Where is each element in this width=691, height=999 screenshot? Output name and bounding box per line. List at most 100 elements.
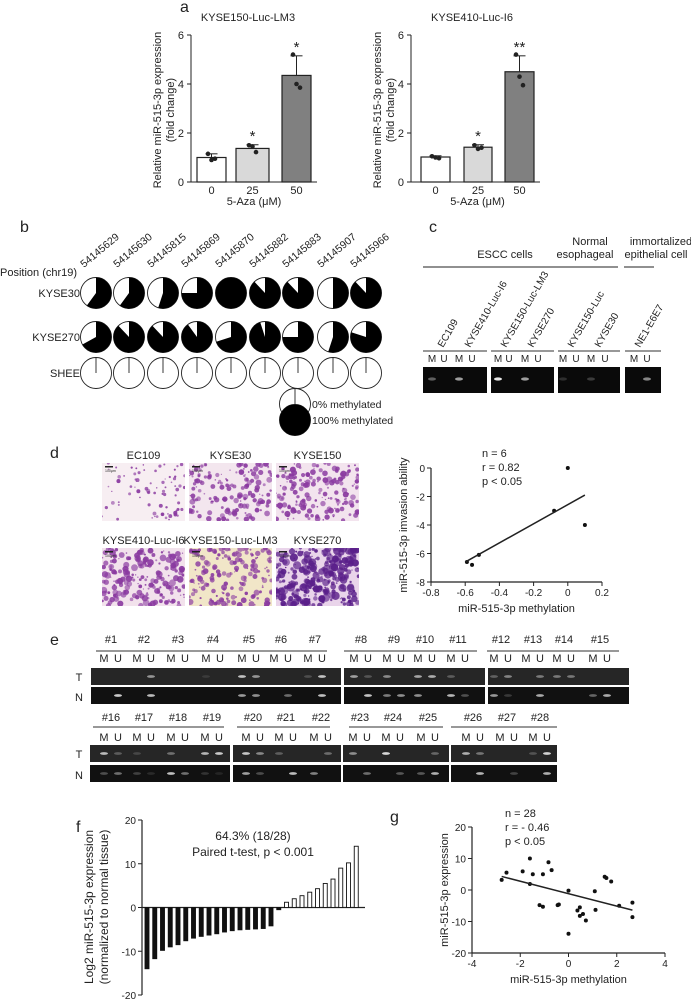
cell-stain	[298, 466, 302, 469]
scatter-point	[537, 903, 542, 908]
cell-stain	[282, 485, 288, 491]
cell-stain	[250, 569, 253, 571]
cell-stain	[346, 569, 352, 575]
lane-label: M	[274, 732, 283, 744]
cell-stain	[308, 475, 313, 480]
gel-band	[447, 694, 455, 697]
cell-stain	[341, 557, 349, 564]
cell-stain	[356, 510, 359, 514]
cell-stain	[197, 575, 204, 582]
cell-stain	[264, 510, 270, 517]
lane-label: M	[552, 653, 561, 665]
waterfall-bar	[307, 891, 313, 908]
cell-stain	[201, 565, 206, 569]
cell-stain	[292, 561, 302, 570]
lane-label: U	[567, 653, 575, 665]
regression-line	[501, 875, 633, 911]
cell-stain	[291, 469, 298, 476]
cell-stain	[332, 514, 335, 517]
cell-stain	[154, 588, 160, 594]
cell-stain	[290, 484, 296, 490]
cell-stain	[234, 557, 241, 563]
cell-stain	[164, 516, 168, 520]
cell-stain	[229, 495, 234, 500]
gel-tumor	[488, 668, 629, 685]
scatter-point	[592, 889, 597, 894]
cell-stain	[116, 590, 122, 597]
cell-stain	[346, 595, 351, 600]
gel-band	[587, 377, 595, 381]
cell-stain	[250, 493, 256, 499]
cell-stain	[221, 557, 224, 560]
lane-label: U	[181, 653, 189, 665]
cell-stain	[192, 464, 195, 467]
cell-stain	[131, 564, 138, 572]
row-label-tumor: T	[76, 749, 83, 761]
sample-number: #4	[207, 634, 219, 646]
cell-stain	[322, 470, 328, 477]
scale-bar	[279, 551, 287, 553]
x-tick-label: 0	[565, 588, 571, 599]
cell-stain	[181, 573, 185, 577]
cell-stain	[220, 598, 225, 602]
methylation-pie-fill	[249, 277, 281, 309]
gel-band	[238, 675, 246, 678]
cell-stain	[126, 556, 131, 561]
scatter-point	[520, 869, 525, 874]
cell-stain	[348, 513, 352, 517]
sample-number: #28	[531, 712, 549, 724]
cell-stain	[342, 602, 347, 606]
lane-label: U	[476, 732, 484, 744]
cell-stain	[158, 503, 163, 508]
cell-stain	[109, 559, 114, 563]
gel-band	[289, 772, 297, 775]
cell-stain	[341, 506, 343, 509]
cell-stain	[321, 600, 325, 604]
cell-stain	[177, 501, 181, 505]
cell-stain	[204, 463, 207, 466]
cell-stain	[268, 559, 272, 564]
cell-stain	[255, 479, 262, 486]
cell-stain	[240, 559, 245, 565]
gel-band	[543, 772, 551, 775]
cell-stain	[155, 570, 161, 576]
cell-stain	[190, 592, 196, 597]
cell-stain	[105, 548, 110, 552]
cell-stain	[104, 590, 108, 594]
cell-stain	[109, 568, 113, 571]
cell-stain	[314, 549, 318, 553]
cell-stain	[317, 480, 319, 483]
methylation-pie-fill	[282, 321, 314, 353]
cell-stain	[150, 578, 156, 584]
methylation-pie-fill	[350, 321, 382, 353]
cell-stain	[340, 601, 343, 604]
cell-stain	[159, 586, 162, 589]
cell-stain	[300, 472, 306, 478]
gel-band	[536, 675, 544, 678]
gel-band	[428, 377, 436, 381]
y-tick-label: 20	[125, 816, 137, 827]
waterfall-bar	[253, 907, 258, 930]
methylation-pie-fill	[86, 277, 112, 309]
cell-stain	[259, 493, 261, 495]
cell-stain	[308, 598, 311, 601]
scatter-point	[604, 876, 609, 881]
invasion-image: 100μm	[276, 548, 359, 606]
cell-stain	[310, 481, 316, 487]
sample-number: #14	[555, 634, 573, 646]
cell-stain	[113, 570, 118, 575]
gel-band	[147, 694, 155, 697]
cell-stain	[291, 592, 295, 596]
cell-stain	[304, 492, 310, 498]
cell-stain	[339, 506, 345, 512]
sample-label: KYSE150-Luc-LM3	[499, 269, 552, 349]
cell-stain	[239, 503, 242, 506]
cell-stain	[297, 550, 304, 557]
cell-stain	[255, 550, 261, 557]
cell-stain	[208, 497, 212, 501]
data-point	[290, 52, 296, 57]
cell-stain	[181, 552, 184, 554]
gel-band	[383, 694, 391, 697]
gel-band	[147, 675, 155, 678]
cell-stain	[125, 552, 128, 554]
